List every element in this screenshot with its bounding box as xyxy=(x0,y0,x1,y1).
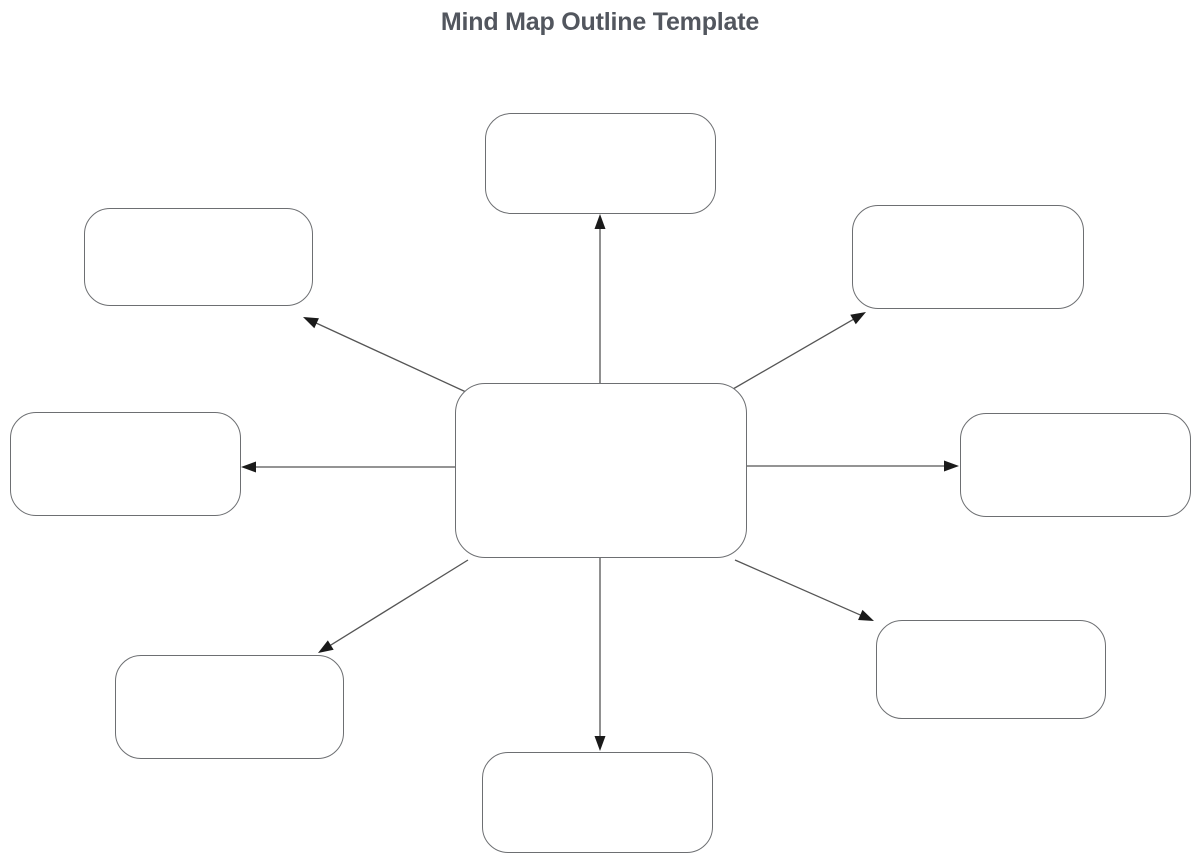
branch-bottom[interactable] xyxy=(482,752,713,853)
page-title: Mind Map Outline Template xyxy=(440,8,760,36)
connector-to-bottom-arrowhead xyxy=(594,736,606,751)
connector-to-bottom-right-arrowhead xyxy=(858,609,874,621)
branch-top-right[interactable] xyxy=(852,205,1084,309)
connector-to-right-arrowhead xyxy=(944,460,959,472)
connector-to-left xyxy=(241,461,455,473)
connector-to-bottom xyxy=(594,558,606,751)
branch-top-left[interactable] xyxy=(84,208,313,306)
connector-to-right xyxy=(747,460,959,472)
connector-to-left-arrowhead xyxy=(241,461,256,473)
connector-to-top-arrowhead xyxy=(594,214,606,229)
connector-to-top xyxy=(594,214,606,383)
connector-to-bottom-left xyxy=(318,559,469,653)
central-topic[interactable] xyxy=(455,383,747,558)
branch-bottom-left[interactable] xyxy=(115,655,344,759)
connector-to-top-left-arrowhead xyxy=(303,317,319,329)
connector-to-top-right-arrowhead xyxy=(850,312,866,325)
branch-right[interactable] xyxy=(960,413,1191,517)
connector-to-bottom-left-arrowhead xyxy=(318,640,334,653)
connector-to-top-right xyxy=(732,312,866,390)
branch-bottom-right[interactable] xyxy=(876,620,1106,719)
connector-to-top-left xyxy=(303,317,467,393)
branch-left[interactable] xyxy=(10,412,241,516)
branch-top[interactable] xyxy=(485,113,716,214)
connector-to-bottom-right xyxy=(734,559,874,621)
